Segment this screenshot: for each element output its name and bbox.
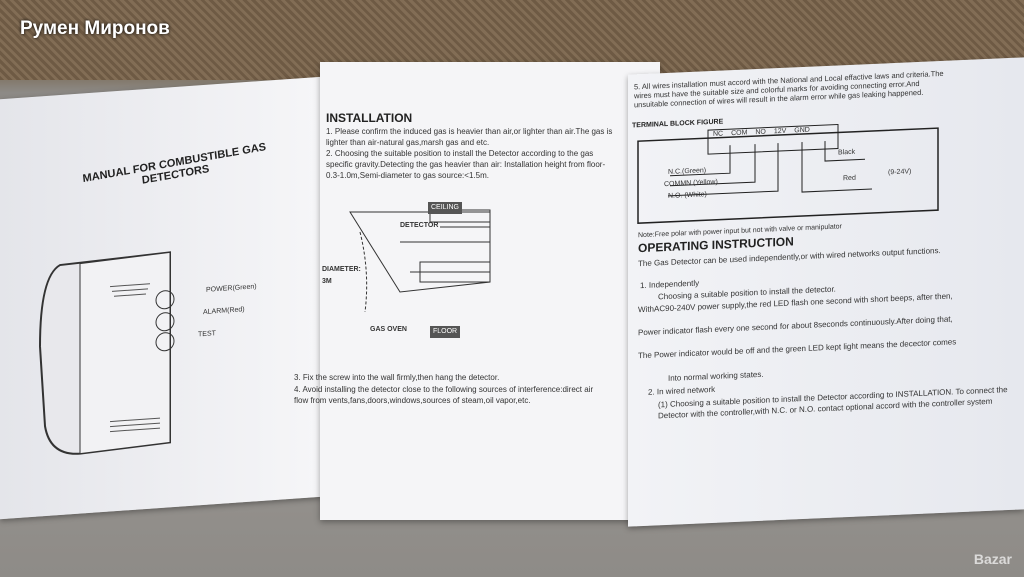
operating-line-4: The Power indicator would be off and the… <box>638 337 957 361</box>
right-page: 5. All wires installation must accord wi… <box>628 57 1024 527</box>
installation-heading: INSTALLATION <box>326 111 413 125</box>
operating-line-5: Into normal working states. <box>668 369 764 383</box>
terminal-com: COM <box>731 129 748 138</box>
installation-step-1: 1. Please confirm the induced gas is hea… <box>326 127 613 147</box>
terminal-12v: 12V <box>773 127 787 136</box>
detector-illustration <box>38 251 175 455</box>
terminal-nc: NC <box>713 130 724 138</box>
operating-line-3: Power indicator flash every one second f… <box>638 314 953 338</box>
wire-black: Black <box>838 148 856 157</box>
wire-red: Red <box>843 174 856 183</box>
figure-floor: FLOOR <box>430 326 461 338</box>
site-logo: Bazar <box>973 551 1012 567</box>
middle-page: INSTALLATION 1. Please confirm the induc… <box>294 62 660 520</box>
installation-step-3: 3. Fix the screw into the wall firmly,th… <box>294 373 500 382</box>
terminal-gnd: GND <box>794 126 810 135</box>
installation-step-2: 2. Choosing the suitable position to ins… <box>326 149 606 180</box>
wiring-rule: 5. All wires installation must accord wi… <box>634 68 944 110</box>
wire-voltage: (9-24V) <box>888 168 912 177</box>
installation-figure <box>349 209 491 313</box>
seller-watermark: Румен Миронов <box>20 18 170 39</box>
figure-ceiling: CEILING <box>428 202 463 214</box>
figure-gas-oven: GAS OVEN <box>370 326 407 333</box>
terminal-no: NO <box>755 128 766 137</box>
installation-step-4: 4. Avoid installing the detector close t… <box>294 385 594 405</box>
terminal-block-diagram <box>637 123 939 224</box>
figure-detector: DETECTOR <box>400 222 439 229</box>
wire-no: N.O. (White) <box>668 191 707 200</box>
label-test: TEST <box>198 330 216 339</box>
figure-diameter: DIAMETER: 3M <box>322 266 361 285</box>
left-page: MANUAL FOR COMBUSTIBLE GAS DETECTORS POW… <box>0 76 322 520</box>
